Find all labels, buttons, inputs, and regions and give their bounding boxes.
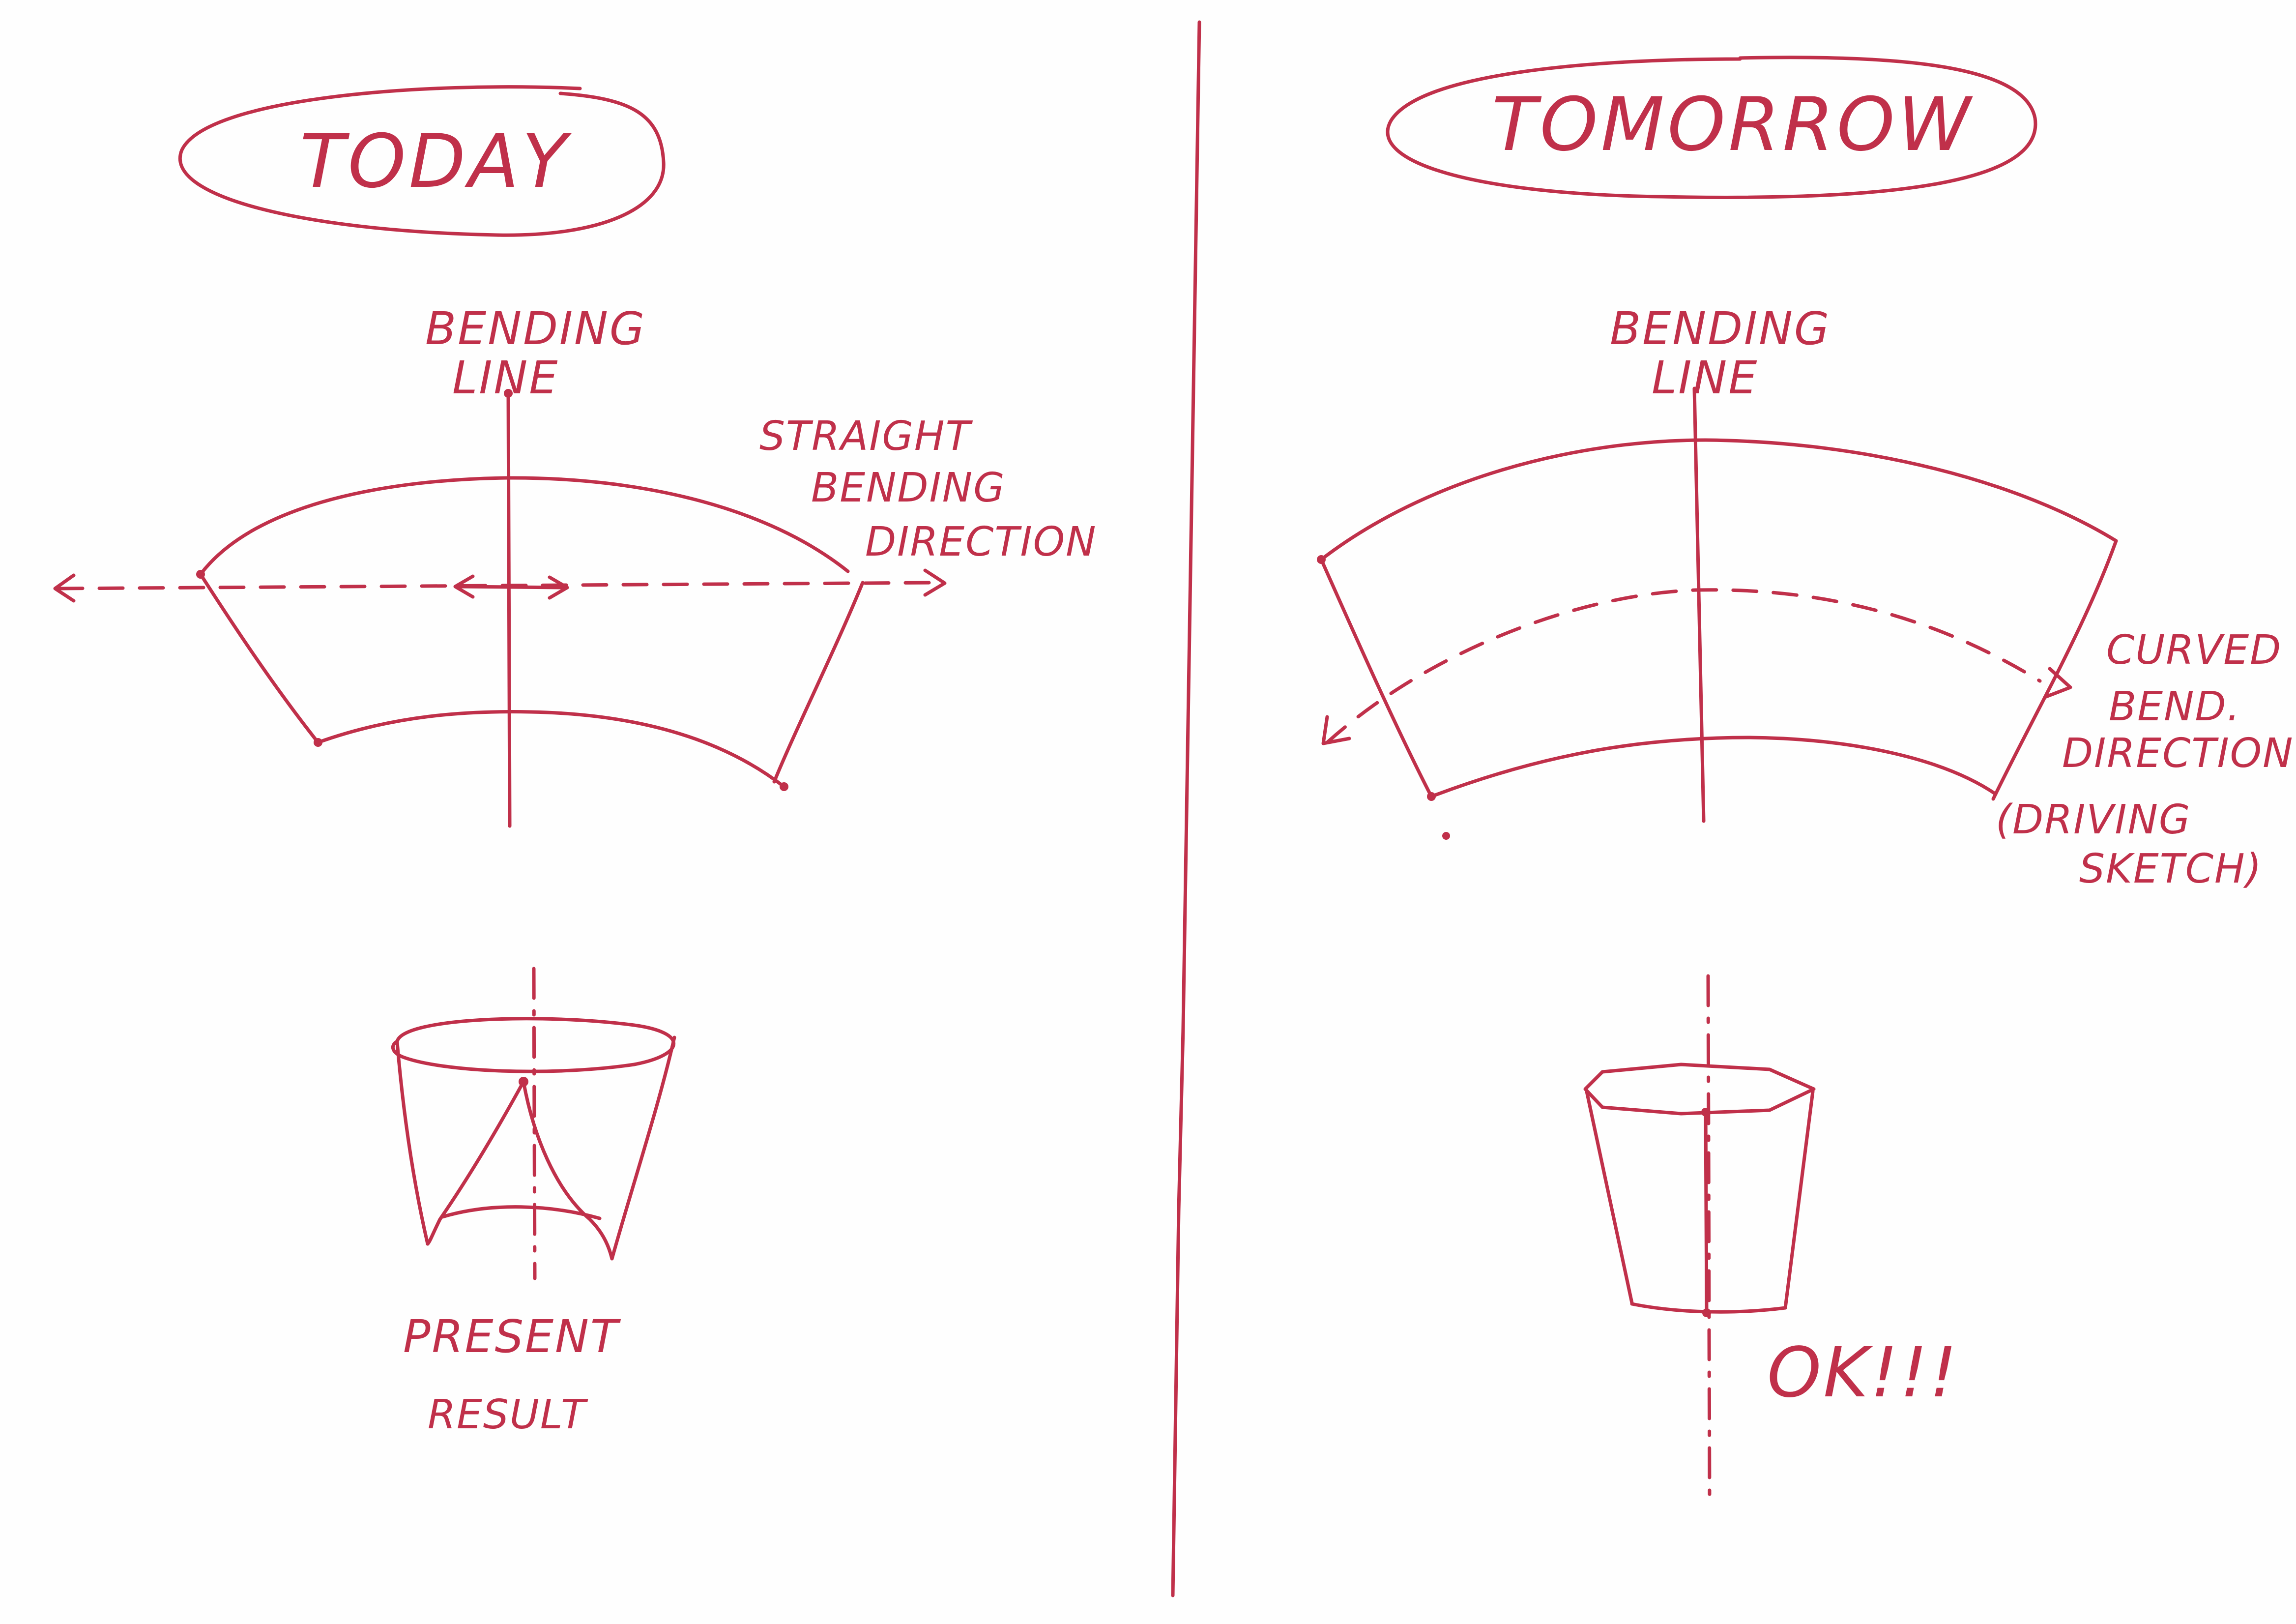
tomorrow-corner-dot [1427,792,1436,801]
today-cup-fold-right [522,1080,614,1261]
tomorrow-cup-rim [1583,1063,1816,1116]
today-direction-arrowhead-right [923,568,947,597]
tomorrow-direction-arrowhead-right [2043,667,2072,699]
today-corner-dot [314,738,322,747]
tomorrow-blank-bottom-edge [1429,736,1998,798]
today-bending-line [506,391,512,828]
today-title: TODAY [300,119,572,205]
today-cup-fold-apex-dot [519,1077,528,1087]
today-blank-left-edge [199,572,320,744]
tomorrow-title: TOMORROW [1492,82,1974,168]
tomorrow-cup-right-side [1783,1090,1815,1310]
today-corner-dot [196,570,205,579]
tomorrow-direction-note-line1: CURVED [2106,627,2282,674]
today-center-arrowhead-left [453,574,475,599]
today-cup-right-side [610,1035,676,1261]
tomorrow-bending-line [1692,386,1706,823]
tomorrow-cup-seam-dot [1702,1308,1711,1317]
today-result-line2: RESULT [428,1391,588,1438]
today-center-double-arrow [455,585,567,590]
today-cup-rim [391,1017,675,1073]
tomorrow-cup-left-side [1585,1090,1634,1305]
today-blank-top-edge [199,476,850,576]
tomorrow-blank-right-edge [1991,539,2118,801]
today-center-arrowhead-right [548,575,569,600]
tomorrow-cup-seam-dot [1701,1108,1710,1117]
today-corner-dot [780,782,788,791]
tomorrow-stray-dot [1442,832,1450,840]
tomorrow-cup-centre-seam [1704,1110,1709,1315]
tomorrow-blank-left-edge [1319,558,1433,798]
tomorrow-direction-arrowhead-left [1321,715,1351,745]
today-direction-note-line2: BENDING [811,465,1006,511]
today-direction-note-line1: STRAIGHT [759,413,973,460]
today-cup-axis [532,967,537,1280]
today-title-oval [178,85,666,237]
today-blank-right-edge [772,581,865,784]
today-direction-arrowhead-left [53,573,76,603]
today-blank-bottom-edge [316,710,786,789]
tomorrow-curved-direction-line [1325,588,2042,744]
today-cup-left-side [395,1040,430,1246]
page-divider-line [1171,20,1201,1597]
today-bending-label-line1: BENDING [425,302,646,355]
tomorrow-panel: TOMORROW BENDING LINE CURVED BEND. DIREC… [1317,56,2294,1506]
today-cup-fold-left [426,1080,525,1246]
today-direction-note-line3: DIRECTION [865,519,1097,565]
tomorrow-bending-label-line2: LINE [1652,352,1758,404]
tomorrow-direction-note-line3: DIRECTION [2062,730,2294,777]
tomorrow-aside-line1: (DRIVING [1996,797,2191,843]
tomorrow-bending-label-line1: BENDING [1610,302,1831,355]
today-panel: TODAY BENDING LINE STRAIGHT BEN [53,85,1097,1438]
tomorrow-direction-note-line2: BEND. [2109,683,2241,730]
tomorrow-title-oval [1386,56,2037,199]
tomorrow-cup-axis [1706,974,1712,1506]
today-bending-line-top-dot [504,389,513,398]
tomorrow-result-ok: OK!!! [1767,1333,1959,1413]
tomorrow-aside-line2: SKETCH) [2079,846,2263,892]
today-straight-direction-line [57,581,936,591]
today-result-line1: PRESENT [403,1310,621,1363]
tomorrow-corner-dot [1317,555,1326,564]
today-cup-bottom-arc [440,1205,602,1220]
tomorrow-blank-top-edge [1319,438,2118,561]
